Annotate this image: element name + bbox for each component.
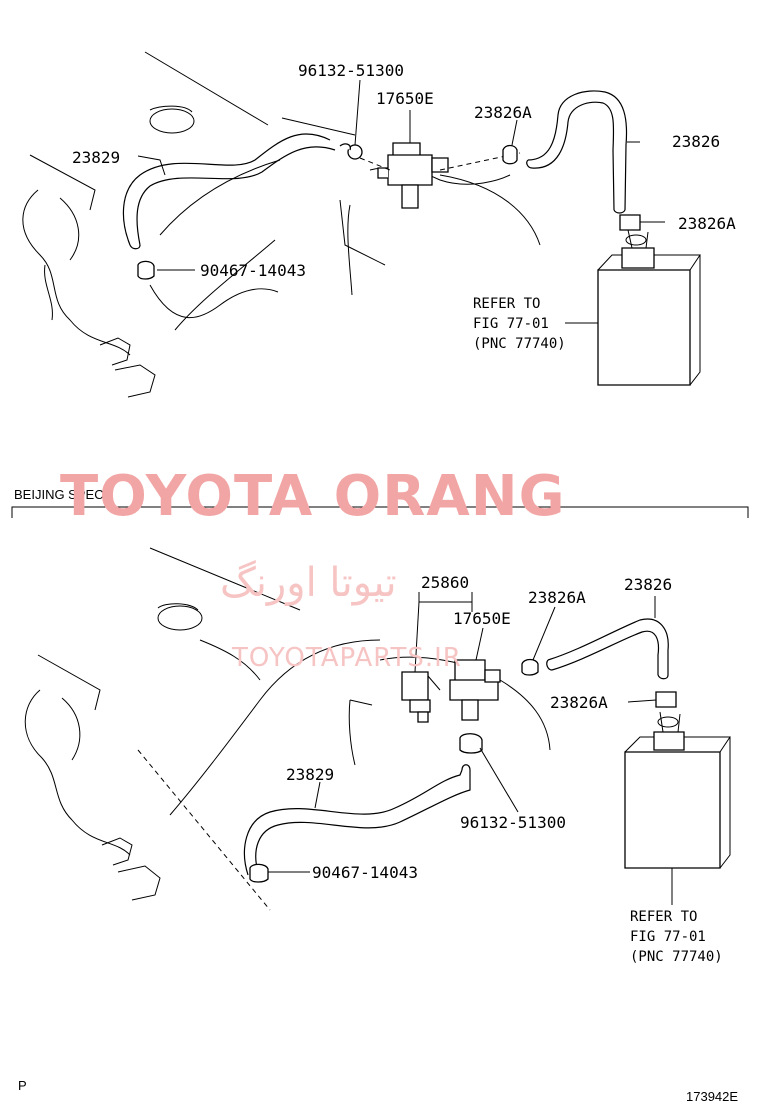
refer-line2-top: FIG 77-01 bbox=[473, 316, 549, 332]
refer-line2-bottom: FIG 77-01 bbox=[630, 929, 706, 945]
label-17650e-bottom: 17650E bbox=[453, 609, 511, 628]
section-title-beijing-spec: BEIJING SPEC bbox=[14, 487, 104, 502]
watermark-main: TOYOTA ORANG bbox=[60, 464, 566, 529]
figure-code: 173942E bbox=[686, 1089, 738, 1104]
top-canister bbox=[597, 229, 701, 386]
label-17650e-top: 17650E bbox=[376, 89, 434, 108]
label-23826-top: 23826 bbox=[672, 132, 720, 151]
label-96132-51300-top: 96132-51300 bbox=[298, 61, 404, 80]
bottom-vsv bbox=[449, 659, 501, 721]
label-23826a-lower-top: 23826A bbox=[678, 214, 736, 233]
refer-line1-top: REFER TO bbox=[473, 296, 540, 312]
label-90467-14043-bottom: 90467-14043 bbox=[312, 863, 418, 882]
label-90467-14043-top: 90467-14043 bbox=[200, 261, 306, 280]
label-23826a-upper-top: 23826A bbox=[474, 103, 532, 122]
label-25860-bottom: 25860 bbox=[421, 573, 469, 592]
label-23829-top: 23829 bbox=[72, 148, 120, 167]
watermark-arabic: تیوتا اورنگ bbox=[220, 560, 397, 606]
label-23826a-lower-bottom: 23826A bbox=[550, 693, 608, 712]
refer-line3-top: (PNC 77740) bbox=[473, 336, 566, 352]
refer-line1-bottom: REFER TO bbox=[630, 909, 697, 925]
section-divider bbox=[11, 506, 749, 518]
bottom-bracket bbox=[401, 671, 441, 723]
label-23826-bottom: 23826 bbox=[624, 575, 672, 594]
page-marker: P bbox=[18, 1078, 27, 1093]
bottom-diagram bbox=[24, 547, 731, 911]
label-23826a-upper-bottom: 23826A bbox=[528, 588, 586, 607]
label-23829-bottom: 23829 bbox=[286, 765, 334, 784]
top-diagram: 96132-51300 17650E 23826A 23826 23826A 2… bbox=[22, 51, 736, 398]
refer-line3-bottom: (PNC 77740) bbox=[630, 949, 723, 965]
watermark-site: TOYOTAPARTS.IR bbox=[231, 643, 462, 673]
top-engine-outline bbox=[22, 51, 541, 398]
label-96132-51300-bottom: 96132-51300 bbox=[460, 813, 566, 832]
bottom-canister bbox=[624, 711, 731, 869]
top-vsv bbox=[377, 142, 449, 209]
